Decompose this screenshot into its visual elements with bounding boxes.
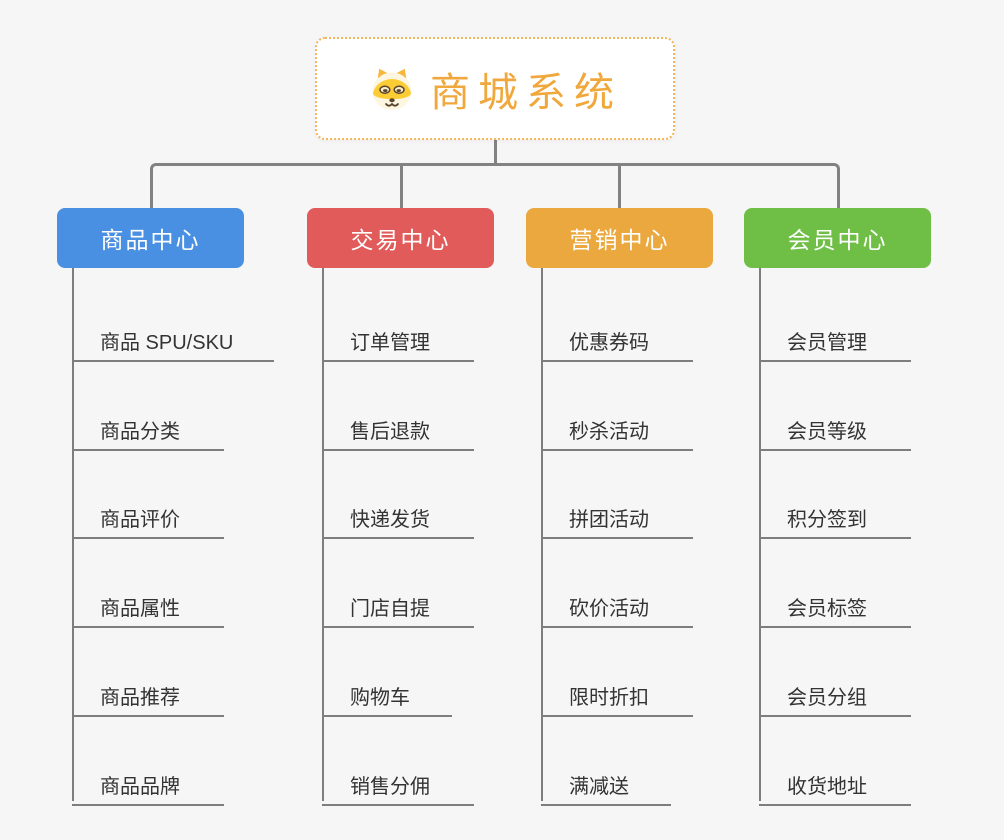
leaf-node[interactable]: 会员管理 [759, 317, 911, 362]
leaf-node[interactable]: 秒杀活动 [541, 406, 693, 451]
leaf-node[interactable]: 商品 SPU/SKU [72, 317, 274, 362]
connector-rail-right [494, 163, 840, 210]
leaf-node[interactable]: 积分签到 [759, 494, 911, 539]
leaf-node[interactable]: 商品分类 [72, 406, 224, 451]
dog-face-icon [372, 68, 412, 110]
leaf-node[interactable]: 商品品牌 [72, 761, 224, 806]
connector-branch-stub [618, 163, 621, 210]
connector-rail-left [150, 163, 494, 210]
leaf-node[interactable]: 会员等级 [759, 406, 911, 451]
leaf-node[interactable]: 满减送 [541, 761, 671, 806]
leaf-node[interactable]: 砍价活动 [541, 583, 693, 628]
leaf-node[interactable]: 商品评价 [72, 494, 224, 539]
leaf-node[interactable]: 会员分组 [759, 672, 911, 717]
leaf-node[interactable]: 收货地址 [759, 761, 911, 806]
leaf-node[interactable]: 门店自提 [322, 583, 474, 628]
connector-branch-stub [400, 163, 403, 210]
leaf-node[interactable]: 会员标签 [759, 583, 911, 628]
branch-node-trade-center[interactable]: 交易中心 [307, 208, 494, 268]
leaf-node[interactable]: 订单管理 [322, 317, 474, 362]
leaf-node[interactable]: 销售分佣 [322, 761, 474, 806]
branch-node-marketing-center[interactable]: 营销中心 [526, 208, 713, 268]
branch-node-member-center[interactable]: 会员中心 [744, 208, 931, 268]
leaf-node[interactable]: 商品推荐 [72, 672, 224, 717]
root-title: 商城系统 [430, 70, 622, 115]
leaf-node[interactable]: 优惠券码 [541, 317, 693, 362]
leaf-node[interactable]: 购物车 [322, 672, 452, 717]
branch-node-product-center[interactable]: 商品中心 [57, 208, 244, 268]
leaf-node[interactable]: 商品属性 [72, 583, 224, 628]
leaf-node[interactable]: 快递发货 [322, 494, 474, 539]
root-node[interactable]: 商城系统 [315, 37, 675, 140]
leaf-node[interactable]: 限时折扣 [541, 672, 693, 717]
connector-root-stub [494, 140, 497, 166]
leaf-node[interactable]: 售后退款 [322, 406, 474, 451]
leaf-node[interactable]: 拼团活动 [541, 494, 693, 539]
